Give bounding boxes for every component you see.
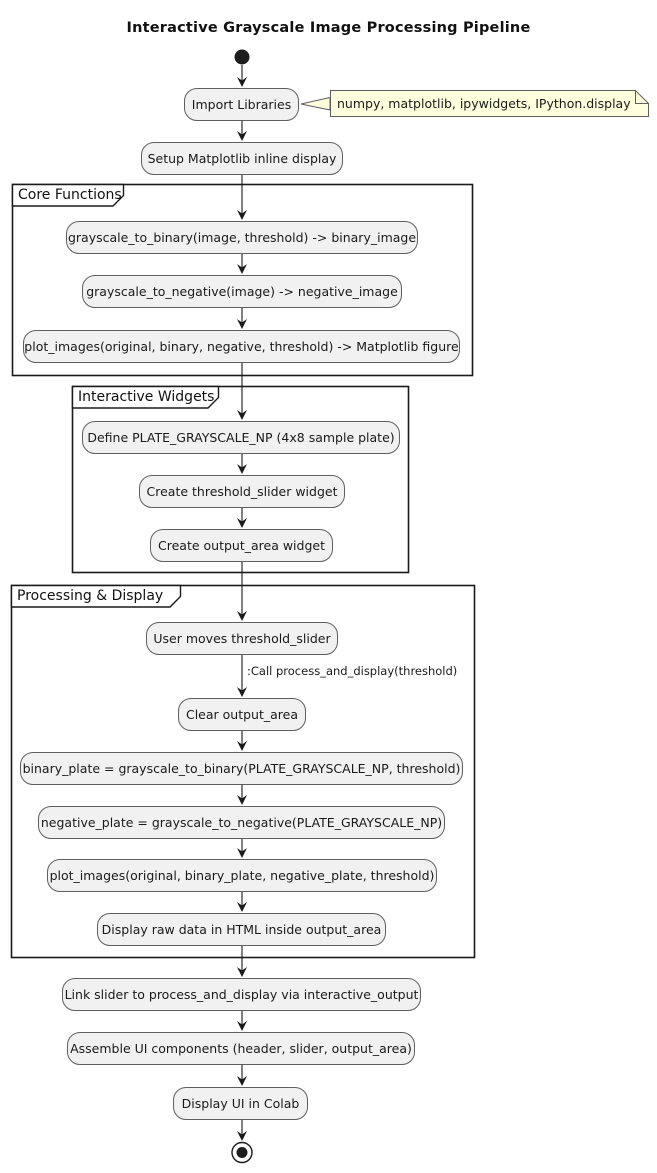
diagram-title: Interactive Grayscale Image Processing P… <box>126 20 531 36</box>
start-node <box>234 49 250 65</box>
partition-label-processing-display: Processing & Display <box>17 588 164 604</box>
activity-negative-plate: negative_plate = grayscale_to_negative(P… <box>38 806 445 839</box>
note-shape <box>330 90 649 117</box>
partition-tab <box>11 183 125 207</box>
end-node <box>231 1141 253 1164</box>
activity-setup-matplotlib: Setup Matplotlib inline display <box>141 142 343 175</box>
activity-create-threshold-slider: Create threshold_slider widget <box>139 475 345 508</box>
activity-display-raw-data: Display raw data in HTML inside output_a… <box>97 913 386 946</box>
note-import-libraries: numpy, matplotlib, ipywidgets, IPython.d… <box>337 96 631 111</box>
activity-define-plate-grayscale: Define PLATE_GRAYSCALE_NP (4x8 sample pl… <box>82 421 400 454</box>
activity-link-slider: Link slider to process_and_display via i… <box>62 978 421 1011</box>
partition-tab <box>71 385 220 409</box>
activity-plot-images-definition: plot_images(original, binary, negative, … <box>23 330 460 363</box>
activity-create-output-area: Create output_area widget <box>150 529 333 562</box>
note-connector <box>300 96 331 111</box>
partition-tab <box>10 584 182 608</box>
activity-clear-output-area: Clear output_area <box>178 698 306 731</box>
partition-label-interactive-widgets: Interactive Widgets <box>78 389 215 405</box>
activity-grayscale-to-binary: grayscale_to_binary(image, threshold) ->… <box>66 221 418 254</box>
activity-import-libraries: Import Libraries <box>184 88 299 121</box>
activity-grayscale-to-negative: grayscale_to_negative(image) -> negative… <box>82 275 402 308</box>
edge-label-call-process-and-display: :Call process_and_display(threshold) <box>247 664 458 678</box>
activity-user-moves-slider: User moves threshold_slider <box>146 622 338 655</box>
partition-label-core-functions: Core Functions <box>18 187 122 203</box>
partition-interactive-widgets-frame <box>71 385 410 574</box>
partition-processing-display-frame <box>10 584 476 959</box>
activity-assemble-ui: Assemble UI components (header, slider, … <box>67 1032 415 1065</box>
activity-display-ui-colab: Display UI in Colab <box>173 1087 308 1120</box>
activity-plot-images-call: plot_images(original, binary_plate, nega… <box>47 859 437 892</box>
activity-binary-plate: binary_plate = grayscale_to_binary(PLATE… <box>20 752 463 785</box>
